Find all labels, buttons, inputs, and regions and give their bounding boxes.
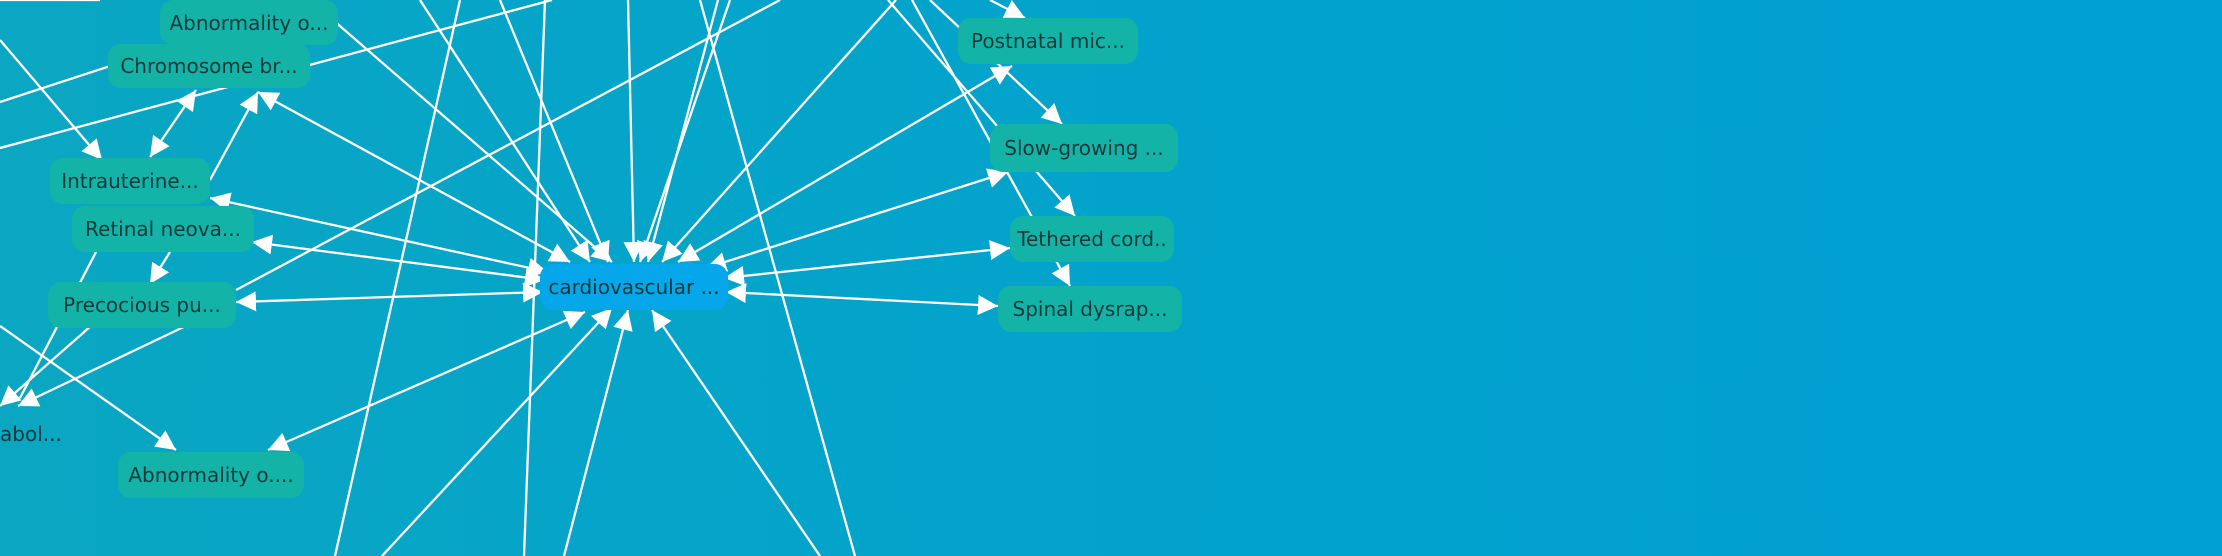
edge-offscreen-tethered <box>887 0 1076 217</box>
edge-spinal-center <box>725 283 999 315</box>
edge-passthrough-3 <box>698 0 857 556</box>
node-postnatal[interactable]: Postnatal mic... <box>958 18 1138 64</box>
node-precocious-label: Precocious pu... <box>63 293 221 317</box>
node-chromosome-label: Chromosome br... <box>120 54 297 78</box>
node-intrauterine[interactable]: Intrauterine... <box>50 158 210 204</box>
node-abnormality-top[interactable]: Abnormality o... <box>160 0 338 45</box>
edge-passthrough-7 <box>0 325 177 451</box>
edge-tethered-center <box>723 240 1011 286</box>
edge-intrauterine-center <box>209 192 549 278</box>
node-tethered[interactable]: Tethered cord.. <box>1010 216 1174 262</box>
edge-passthrough-1 <box>333 0 462 556</box>
edge-left-intrauterine <box>0 39 103 161</box>
edge-offscreen-bottom-2 <box>562 309 633 556</box>
edge-offscreen-top-7 <box>623 0 644 263</box>
node-cardiovascular-label: cardiovascular ... <box>548 275 719 299</box>
node-retinal[interactable]: Retinal neova... <box>72 206 254 252</box>
edge-chromosome-retinal <box>208 91 260 181</box>
edge-offscreen-top-1 <box>498 0 610 263</box>
edge-passthrough-2 <box>522 0 547 556</box>
edge-offscreen-top-6 <box>661 0 897 263</box>
edge-passthrough-6 <box>235 0 781 292</box>
edge-offscreen-top-3 <box>309 0 613 263</box>
node-postnatal-label: Postnatal mic... <box>971 29 1125 53</box>
edge-offscreen-top-4 <box>643 0 720 263</box>
edge-offscreen-bottom-1 <box>381 307 613 556</box>
node-intrauterine-label: Intrauterine... <box>61 169 199 193</box>
edge-intrauterine-retinal <box>149 251 171 285</box>
node-cardiovascular[interactable]: cardiovascular ... <box>540 264 728 310</box>
node-abnormality-bottom[interactable]: Abnormality o.... <box>118 452 304 498</box>
node-abnormality-bottom-label: Abnormality o.... <box>128 463 293 487</box>
node-spinal-label: Spinal dysrap... <box>1013 297 1168 321</box>
edge-offscreen-bottom-3 <box>651 309 821 556</box>
nodes: Abnormality o... Chromosome br... Intrau… <box>0 0 1182 498</box>
node-slow-growing[interactable]: Slow-growing ... <box>990 124 1178 172</box>
node-precocious[interactable]: Precocious pu... <box>48 282 236 328</box>
node-slow-growing-label: Slow-growing ... <box>1004 136 1164 160</box>
node-abnormality-top-label: Abnormality o... <box>169 11 328 35</box>
edge-chromosome-intrauterine <box>149 89 197 158</box>
edge-abnormality-bottom-center <box>267 310 586 452</box>
node-spinal[interactable]: Spinal dysrap... <box>998 286 1182 332</box>
edge-chromosome-center <box>257 90 571 264</box>
edge-postnatal-center <box>677 65 1013 263</box>
node-retinal-label: Retinal neova... <box>85 217 241 241</box>
node-partial-label[interactable]: abol... <box>0 422 62 446</box>
edge-offscreen-top-5 <box>637 0 732 263</box>
edge-precocious-center <box>235 282 544 312</box>
node-tethered-label: Tethered cord.. <box>1016 227 1167 251</box>
edge-offscreen-top-2 <box>419 0 591 263</box>
edge-offscreen-postnatal-1 <box>989 0 1026 20</box>
node-chromosome[interactable]: Chromosome br... <box>108 44 310 88</box>
